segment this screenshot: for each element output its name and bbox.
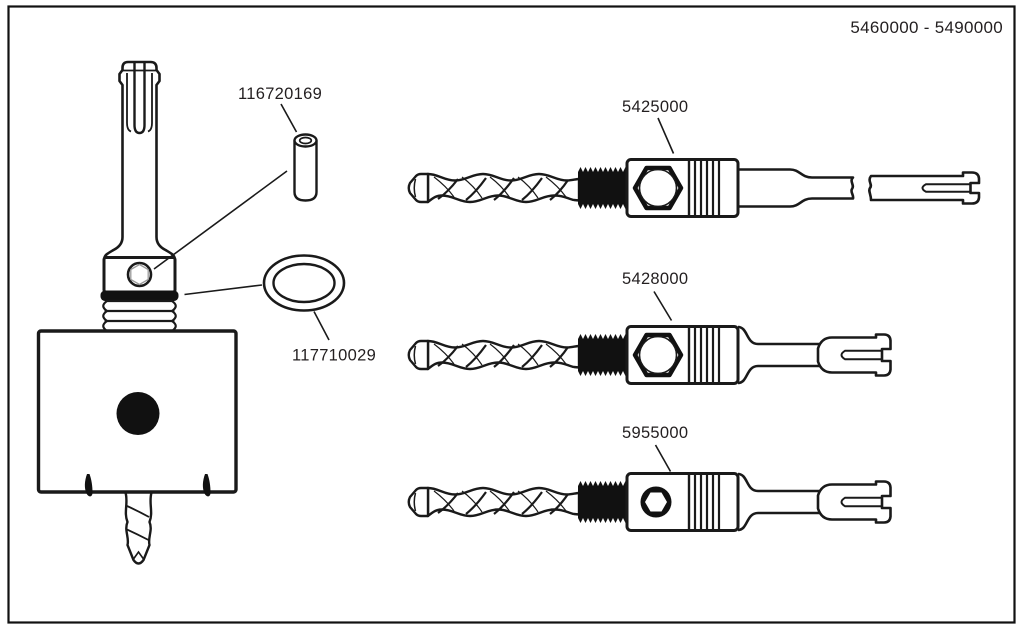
thread-stud xyxy=(578,167,628,209)
thread-stud xyxy=(578,481,628,523)
oring-band xyxy=(100,290,179,301)
thread-stud xyxy=(578,334,628,376)
adapter-1-part-number: 5425000 xyxy=(622,98,688,116)
arbor-collar xyxy=(102,256,177,294)
adapter-2-part-number: 5428000 xyxy=(622,270,688,288)
leader-line-oring-label xyxy=(313,311,330,341)
arbor-thread xyxy=(102,299,177,333)
leader-line-band-to-oring xyxy=(184,284,263,296)
sds-shank-end xyxy=(868,171,981,205)
sds-shank-end xyxy=(816,480,892,524)
drill-bit xyxy=(407,486,581,518)
sds-shank-end xyxy=(816,333,892,377)
shaft xyxy=(736,472,824,532)
oring-illustration xyxy=(262,254,346,312)
adapter-3-part-number: 5955000 xyxy=(622,424,688,442)
extension-shaft xyxy=(738,168,855,208)
arbor-sds-shank xyxy=(103,60,176,260)
adapter-5428000: 5428000 xyxy=(407,270,892,385)
leader-line-adapter-2 xyxy=(653,291,673,321)
pin-illustration xyxy=(293,133,318,202)
adapter-5955000: 5955000 xyxy=(407,424,892,532)
drill-bit xyxy=(407,339,581,371)
pin-part-number: 116720169 xyxy=(238,85,322,103)
oring-part-number: 117710029 xyxy=(292,347,376,365)
holesaw-assembly xyxy=(36,60,238,565)
adapter-5425000: 5425000 xyxy=(407,98,981,218)
part-range-label: 5460000 - 5490000 xyxy=(850,18,1003,37)
drill-bit xyxy=(407,172,581,204)
holesaw-side-hole xyxy=(116,392,160,435)
leader-line-pin-label xyxy=(280,103,298,133)
leader-line-adapter-3 xyxy=(654,444,672,472)
leader-line-pin-to-hole xyxy=(153,170,288,270)
hex-socket xyxy=(640,486,672,518)
pilot-drill-bit xyxy=(124,491,153,565)
shaft xyxy=(736,325,824,385)
page-border xyxy=(7,5,1016,624)
pin-hole xyxy=(126,261,153,288)
leader-line-adapter-1 xyxy=(657,117,675,154)
